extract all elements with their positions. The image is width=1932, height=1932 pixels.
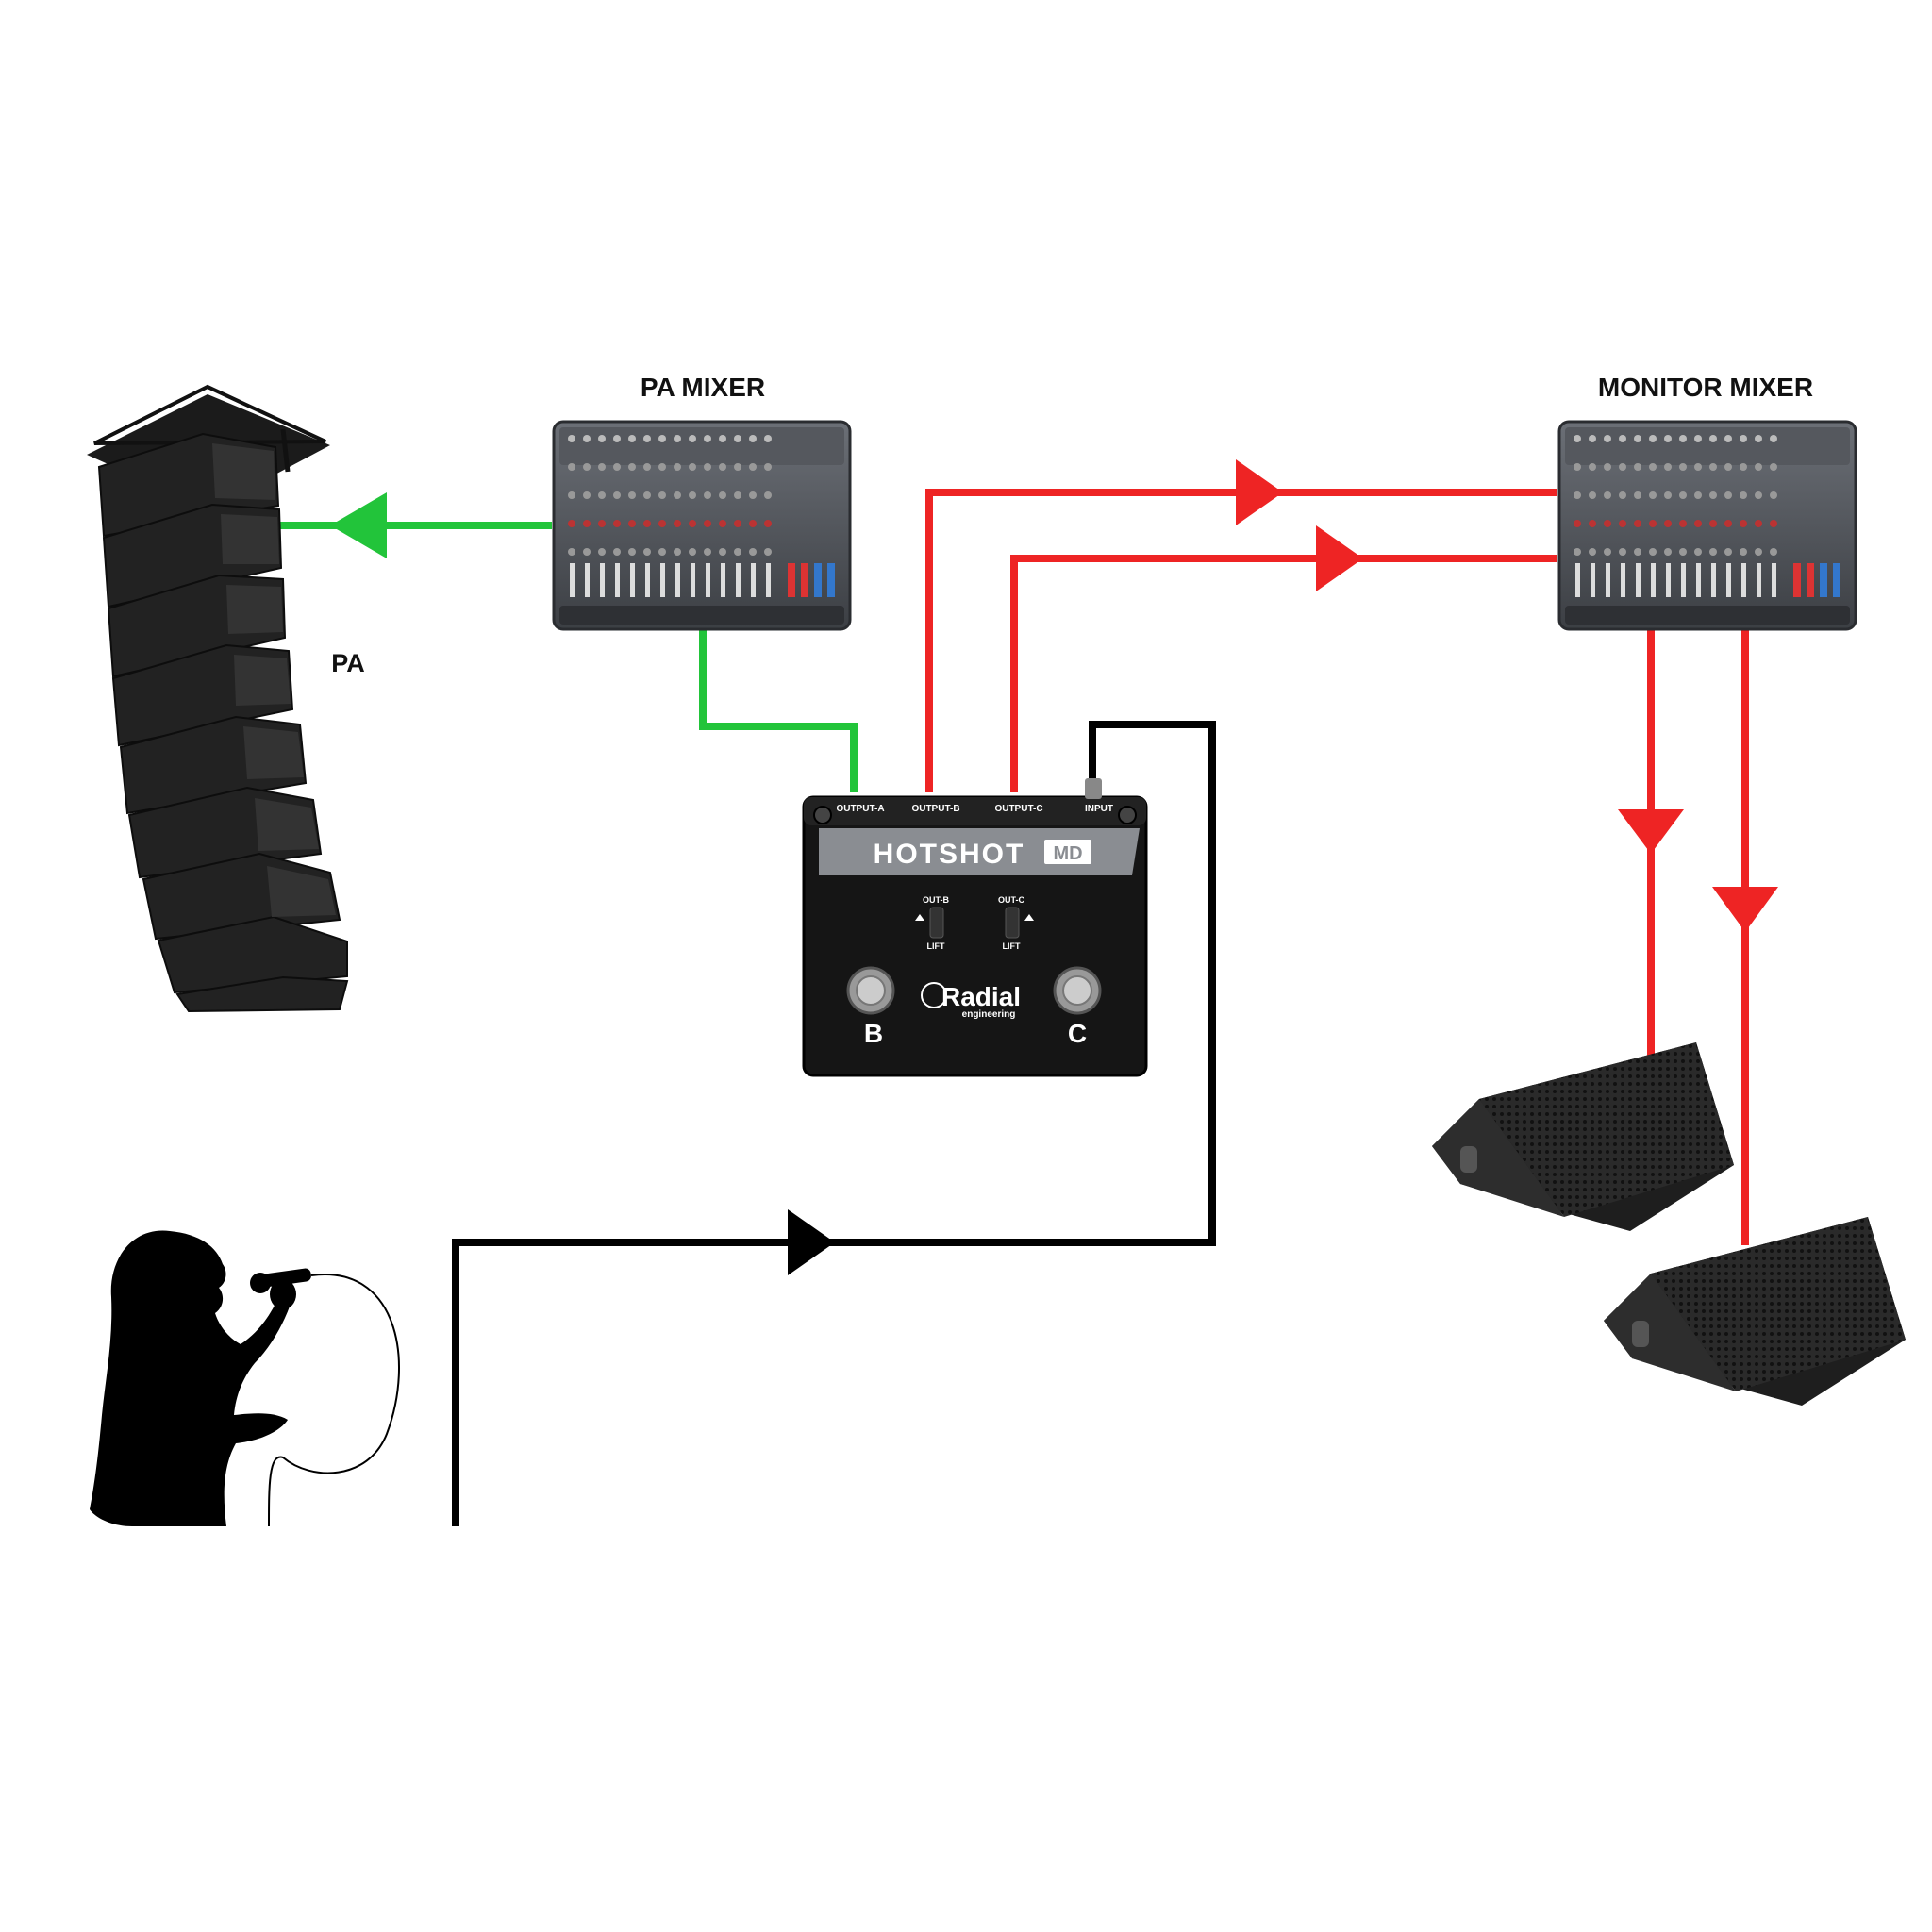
monitor-mixer-icon (1557, 420, 1857, 631)
switch-c-toggle[interactable] (1005, 907, 1020, 939)
pa-mixer-label: PA MIXER (641, 373, 765, 402)
pedal-icon: OUTPUT-A OUTPUT-B OUTPUT-C INPUT HOTSHOT… (802, 778, 1148, 1077)
arrow-monitor-1 (1618, 809, 1684, 854)
cable-output-a (699, 630, 858, 792)
switch-c-label: OUT-C (998, 895, 1024, 905)
footswitch-b-label: B (864, 1019, 883, 1048)
arrow-input (788, 1209, 835, 1275)
lift-c-label: LIFT (1003, 941, 1021, 951)
cable-monitor-feed (925, 459, 1778, 1245)
monitor-mixer-label: MONITOR MIXER (1598, 373, 1813, 402)
arrow-monitor-2 (1712, 887, 1778, 932)
arrow-output-c (1316, 525, 1363, 591)
port-output-a: OUTPUT-A (836, 804, 884, 814)
switch-b-label: OUT-B (923, 895, 949, 905)
radial-logo-icon (921, 982, 947, 1008)
pa-mixer-icon (552, 420, 852, 631)
monitor-wedge-1-icon (1432, 1042, 1734, 1231)
port-input: INPUT (1085, 804, 1113, 814)
pedal-model-badge: MD (1053, 843, 1082, 864)
pa-speaker-icon (87, 384, 349, 1013)
arrow-to-pa (330, 492, 387, 558)
footswitch-c[interactable] (1053, 966, 1102, 1015)
maker-logo: Radial (941, 982, 1021, 1011)
monitor-wedge-2-icon (1604, 1217, 1906, 1406)
cable-output-c (1010, 555, 1557, 792)
arrow-output-b (1236, 459, 1283, 525)
port-output-c: OUTPUT-C (994, 804, 1042, 814)
pa-label: PA (331, 649, 365, 677)
lift-b-label: LIFT (927, 941, 945, 951)
cable-input (452, 721, 1216, 1526)
pedal-brand: HOTSHOT (874, 839, 1025, 870)
maker-sub: engineering (962, 1009, 1016, 1020)
cable-output-b (925, 489, 1557, 792)
cable-pa-feed (278, 492, 858, 792)
footswitch-c-label: C (1068, 1019, 1087, 1048)
switch-b-toggle[interactable] (929, 907, 944, 939)
footswitch-b[interactable] (846, 966, 895, 1015)
port-output-b: OUTPUT-B (911, 804, 959, 814)
singer-icon (90, 1230, 400, 1527)
